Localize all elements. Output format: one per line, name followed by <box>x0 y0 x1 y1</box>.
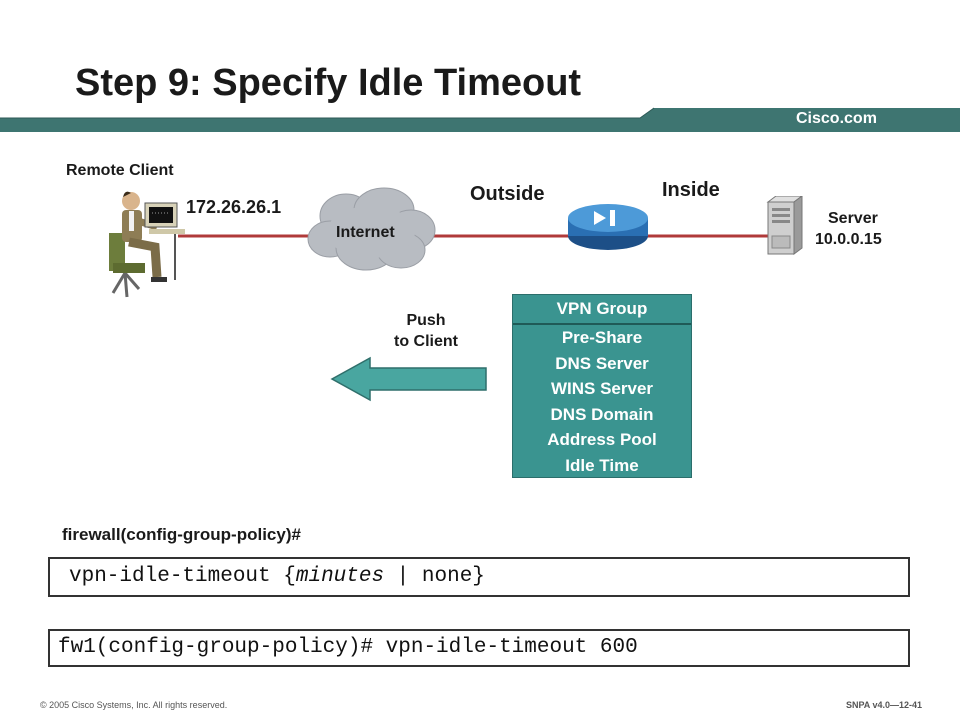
vpn-group-list: Pre-Share DNS Server WINS Server DNS Dom… <box>513 325 691 478</box>
vpn-group-item: Address Pool <box>547 430 657 449</box>
server-tower-icon <box>766 196 803 255</box>
internet-cloud-icon <box>307 187 436 271</box>
config-prompt-label: firewall(config-group-policy)# <box>62 525 301 544</box>
inside-label: Inside <box>662 179 720 201</box>
syntax-brace-open: { <box>283 565 296 588</box>
pix-firewall-icon <box>568 204 648 250</box>
vpn-group-item: WINS Server <box>550 379 654 398</box>
push-label-line1: Push <box>406 312 446 329</box>
vpn-group-item: Pre-Share <box>561 328 643 347</box>
vpn-group-item: Idle Time <box>565 455 639 475</box>
brand-label: Cisco.com <box>796 110 877 127</box>
syntax-param-minutes: minutes <box>295 565 385 588</box>
header-banner <box>0 107 960 132</box>
remote-client-label: Remote Client <box>66 162 174 179</box>
example-command: fw1(config-group-policy)# vpn-idle-timeo… <box>58 636 638 659</box>
network-links <box>178 234 768 238</box>
footer-course-id: SNPA v4.0—12-41 <box>845 700 922 710</box>
example-command-box: fw1(config-group-policy)# vpn-idle-timeo… <box>48 629 910 667</box>
syntax-command: vpn-idle-timeout <box>69 565 271 588</box>
syntax-options: | none} <box>384 565 485 588</box>
user-at-workstation-icon <box>109 191 185 298</box>
footer-copyright: © 2005 Cisco Systems, Inc. All rights re… <box>40 700 228 710</box>
vpn-group-item: DNS Server <box>555 353 649 373</box>
outside-label: Outside <box>470 183 545 205</box>
server-label: Server <box>828 210 878 227</box>
vpn-group-header: VPN Group <box>513 295 691 325</box>
vpn-group-item: DNS Domain <box>550 404 654 424</box>
vpn-group-box: VPN Group Pre-Share DNS Server WINS Serv… <box>512 294 692 478</box>
push-label-line2: to Client <box>394 333 458 350</box>
syntax-command-box: vpn-idle-timeout {minutes | none} <box>48 557 910 597</box>
internet-label: Internet <box>336 224 395 241</box>
push-arrow-icon <box>330 356 487 402</box>
server-ip-label: 10.0.0.15 <box>815 231 882 248</box>
slide-title: Step 9: Specify Idle Timeout <box>75 62 582 104</box>
client-ip-label: 172.26.26.1 <box>186 197 282 217</box>
